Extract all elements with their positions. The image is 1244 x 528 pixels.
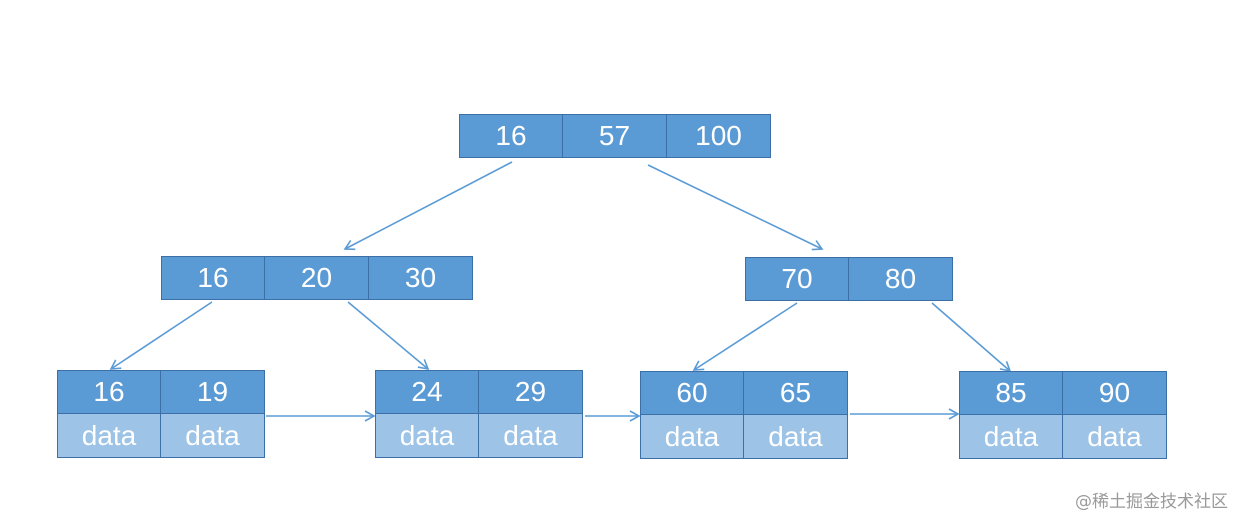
leaf-node-1: 16 19 data data bbox=[57, 370, 265, 458]
leaf-data: data bbox=[161, 414, 265, 458]
leaf-key: 85 bbox=[959, 371, 1063, 415]
root-node: 16 57 100 bbox=[459, 114, 771, 158]
leaf-data-row: data data bbox=[640, 415, 848, 459]
internal-key-row: 70 80 bbox=[745, 257, 953, 301]
edge-right-to-leaf3 bbox=[692, 302, 798, 371]
leaf-data: data bbox=[479, 414, 583, 458]
leaf-key: 16 bbox=[57, 370, 161, 414]
root-key-row: 16 57 100 bbox=[459, 114, 771, 158]
edge-right-to-leaf4 bbox=[931, 302, 1012, 373]
leaf-node-3: 60 65 data data bbox=[640, 371, 848, 459]
root-key: 57 bbox=[563, 114, 667, 158]
root-key: 100 bbox=[667, 114, 771, 158]
leaf-key: 65 bbox=[744, 371, 848, 415]
leaf-key: 60 bbox=[640, 371, 744, 415]
leaf-data-row: data data bbox=[375, 414, 583, 458]
internal-key: 80 bbox=[849, 257, 953, 301]
internal-key: 70 bbox=[745, 257, 849, 301]
edge-root-to-left bbox=[343, 161, 513, 251]
internal-node-right: 70 80 bbox=[745, 257, 953, 301]
internal-key: 16 bbox=[161, 256, 265, 300]
root-key: 16 bbox=[459, 114, 563, 158]
leaf-node-2: 24 29 data data bbox=[375, 370, 583, 458]
leaf-data: data bbox=[744, 415, 848, 459]
leaf-key-row: 85 90 bbox=[959, 371, 1167, 415]
edge-root-to-right bbox=[647, 164, 824, 251]
leaf-data: data bbox=[640, 415, 744, 459]
leaf-key: 19 bbox=[161, 370, 265, 414]
leaf-data: data bbox=[1063, 415, 1167, 459]
leaf-key-row: 24 29 bbox=[375, 370, 583, 414]
leaf-data: data bbox=[57, 414, 161, 458]
leaf-key-row: 60 65 bbox=[640, 371, 848, 415]
internal-node-left: 16 20 30 bbox=[161, 256, 473, 300]
internal-key: 20 bbox=[265, 256, 369, 300]
leaf-node-4: 85 90 data data bbox=[959, 371, 1167, 459]
leaf-data-row: data data bbox=[57, 414, 265, 458]
leaf-key-row: 16 19 bbox=[57, 370, 265, 414]
leaf-key: 29 bbox=[479, 370, 583, 414]
edge-left-to-leaf2 bbox=[347, 301, 430, 371]
edge-left-to-leaf1 bbox=[109, 301, 213, 370]
internal-key-row: 16 20 30 bbox=[161, 256, 473, 300]
leaf-data-row: data data bbox=[959, 415, 1167, 459]
leaf-key: 90 bbox=[1063, 371, 1167, 415]
watermark: @稀土掘金技术社区 bbox=[1075, 492, 1228, 512]
leaf-data: data bbox=[375, 414, 479, 458]
internal-key: 30 bbox=[369, 256, 473, 300]
leaf-data: data bbox=[959, 415, 1063, 459]
leaf-key: 24 bbox=[375, 370, 479, 414]
